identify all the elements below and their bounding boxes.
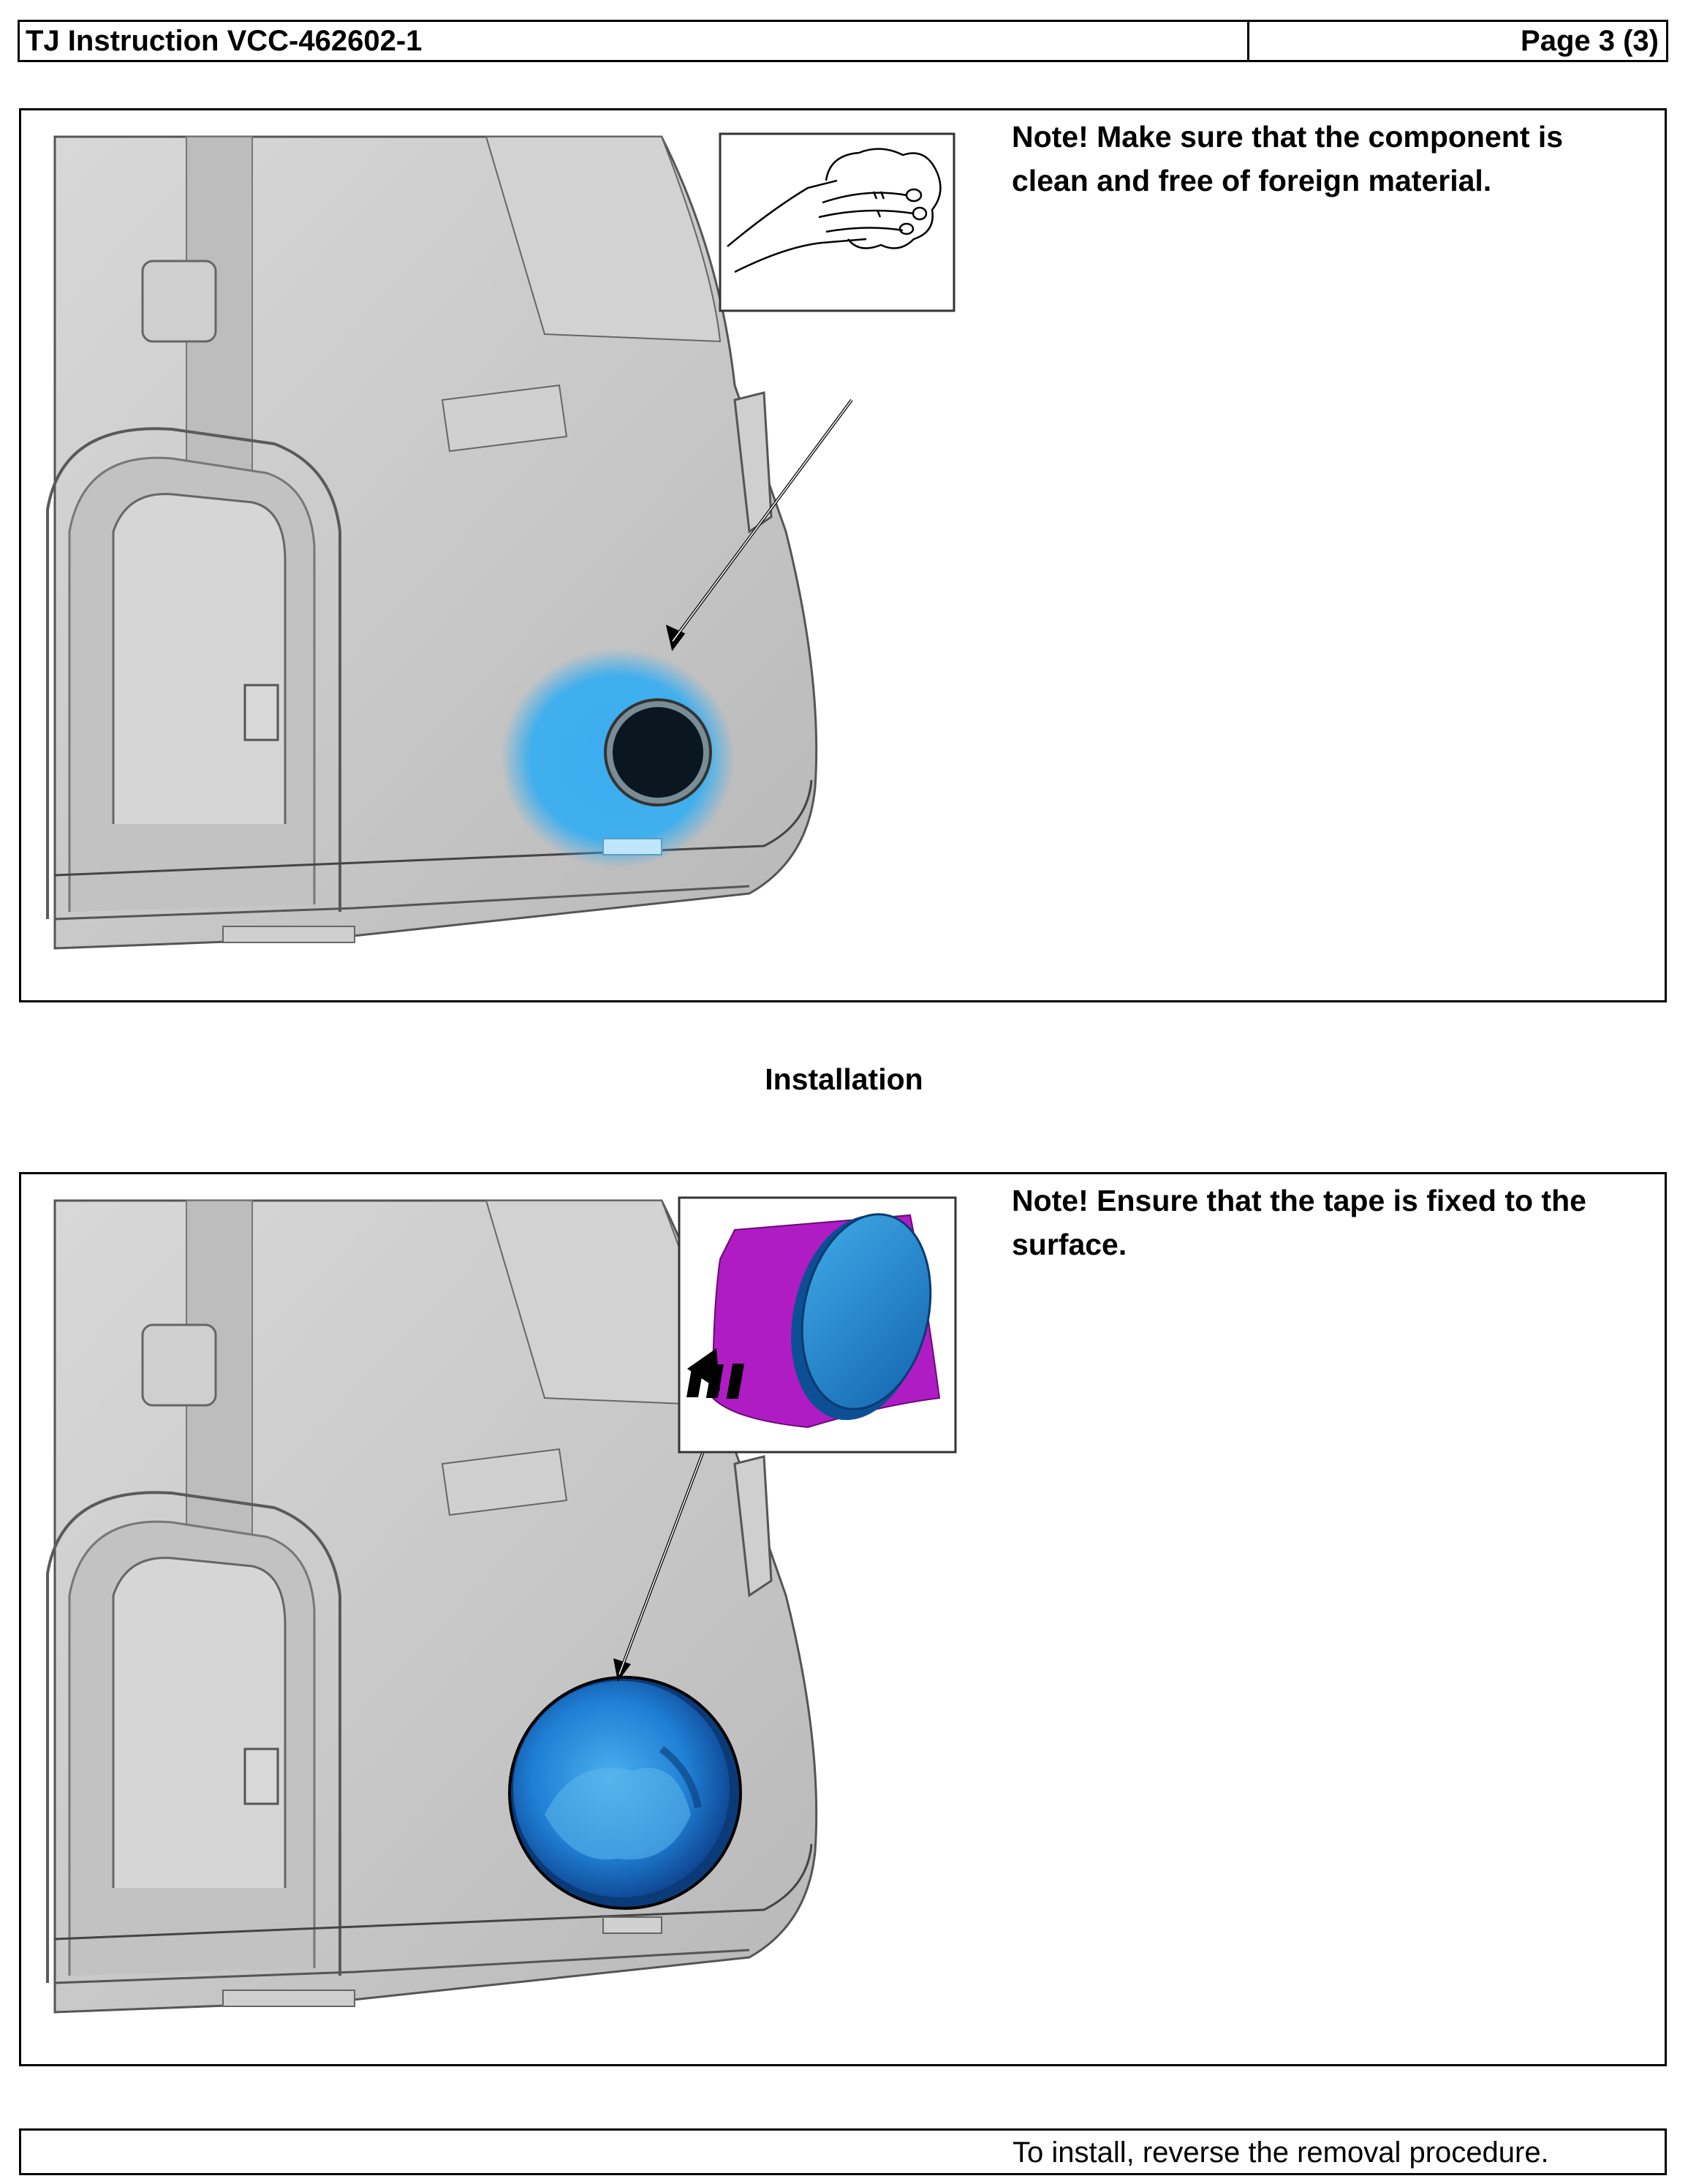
note-tape-fixed: Note! Ensure that the tape is fixed to t… <box>1012 1184 1586 1261</box>
section-title-installation: Installation <box>765 1062 923 1096</box>
document-header: TJ Instruction VCC-462602-1 Page 3 (3) <box>18 20 1668 62</box>
tape-cap-icon <box>686 1213 941 1429</box>
hand-wiping-icon <box>727 148 942 273</box>
step-panel-clean: Note! Make sure that the component is cl… <box>19 108 1667 1002</box>
page-number: Page 3 (3) <box>1521 25 1659 57</box>
footer-instruction-text: To install, reverse the removal procedur… <box>1013 2136 1549 2169</box>
bumper-part-illustration <box>46 132 955 950</box>
document-title: TJ Instruction VCC-462602-1 <box>20 22 1249 60</box>
installed-tape-plug <box>508 1676 742 1910</box>
bumper-part-with-plug-illustration <box>46 1196 957 2014</box>
note-clean-component: Note! Make sure that the component is cl… <box>1012 120 1564 197</box>
step-panel-tape: Note! Ensure that the tape is fixed to t… <box>19 1172 1667 2066</box>
footer-instruction-box: To install, reverse the removal procedur… <box>19 2128 1667 2175</box>
